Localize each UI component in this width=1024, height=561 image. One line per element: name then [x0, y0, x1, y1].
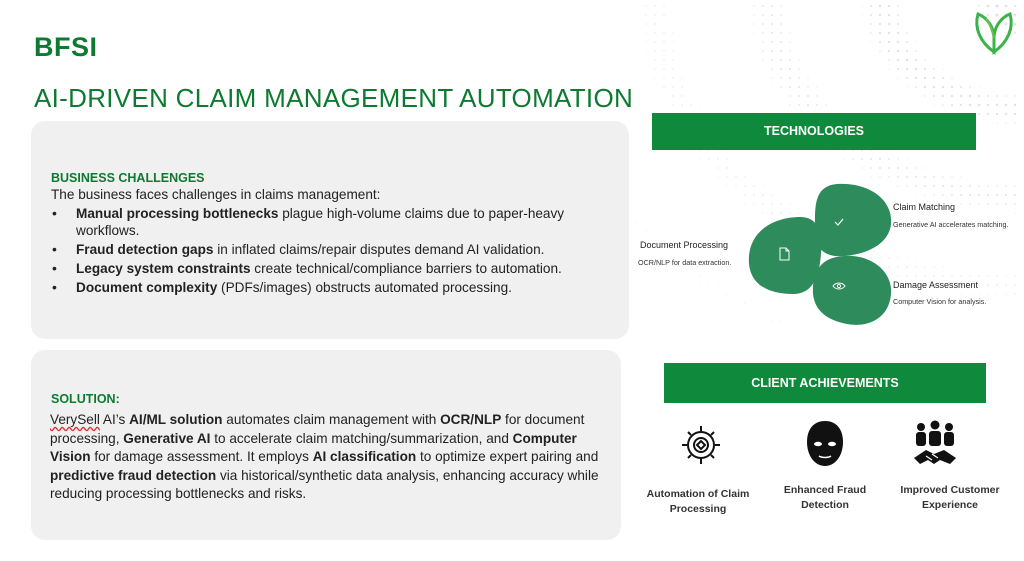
list-item: Fraud detection gaps in inflated claims/… [51, 241, 611, 258]
solution-heading: SOLUTION: [51, 392, 120, 406]
solution-fragment: VerySell [50, 412, 100, 427]
masked-thief-icon [807, 421, 843, 466]
claim-matching-desc: Generative AI accelerates matching. [893, 220, 1009, 229]
achievement-customer-label: Improved Customer Experience [900, 484, 1000, 511]
challenge-bold: Fraud detection gaps [76, 242, 214, 257]
solution-card: SOLUTION: VerySell AI’s AI/ML solution a… [31, 350, 621, 540]
leaf-logo-icon [975, 11, 1013, 55]
solution-fragment: Generative AI [123, 430, 211, 446]
document-icon [779, 247, 790, 261]
solution-fragment: automates claim management with [222, 412, 441, 427]
solution-fragment: Computer Vision [50, 430, 577, 465]
solution-fragment: AI/ML solution [129, 412, 223, 427]
solution-fragment: AI classification [312, 449, 417, 464]
list-item: Manual processing bottlenecks plague hig… [51, 205, 611, 239]
achievement-automation-label: Automation of Claim Processing [646, 488, 750, 515]
solution-fragment: OCR/NLP [440, 412, 502, 427]
technologies-banner: TECHNOLOGIES [652, 113, 976, 150]
solution-fragment: via historical/synthetic data analysis, … [50, 467, 599, 502]
solution-fragment: to accelerate claim matching/summarizati… [210, 430, 513, 446]
page-title: BFSI [34, 32, 98, 62]
challenge-text: plague high-volume claims due to paper-h… [76, 206, 565, 238]
solution-fragment: for damage assessment. It employs [90, 449, 313, 464]
challenge-text: create technical/compliance barriers to … [250, 261, 562, 276]
damage-assessment-desc: Computer Vision for analysis. [893, 297, 987, 306]
damage-assessment-petal [812, 255, 892, 325]
claim-matching-title: Claim Matching [893, 202, 956, 212]
eye-icon [832, 282, 846, 290]
solution-fragment: AI’s [99, 412, 130, 427]
solution-fragment: for document processing, [50, 412, 585, 446]
client-achievements-banner: CLIENT ACHIEVEMENTS [664, 363, 986, 403]
challenge-text: (PDFs/images) obstructs automated proces… [217, 280, 512, 295]
team-handshake-icon [914, 420, 956, 464]
claim-matching-petal [814, 183, 892, 257]
list-item: Legacy system constraints create technic… [51, 260, 611, 277]
document-processing-desc: OCR/NLP for data extraction. [638, 258, 732, 267]
automation-gear-icon [682, 426, 720, 464]
challenges-list: Manual processing bottlenecks plague hig… [51, 205, 611, 298]
checkmark-icon [834, 218, 844, 226]
challenge-bold: Legacy system constraints [76, 261, 251, 276]
document-processing-petal [748, 217, 822, 294]
challenges-heading: BUSINESS CHALLENGES [51, 171, 205, 185]
document-processing-title: Document Processing [640, 240, 729, 250]
solution-text: VerySell AI’s AI/ML solution automates c… [50, 411, 610, 504]
challenges-intro: The business faces challenges in claims … [51, 187, 381, 202]
damage-assessment-title: Damage Assessment [893, 280, 979, 290]
achievement-fraud-label: Enhanced Fraud Detection [783, 484, 867, 511]
business-challenges-card: BUSINESS CHALLENGES The business faces c… [31, 121, 629, 339]
list-item: Document complexity (PDFs/images) obstru… [51, 279, 611, 296]
solution-fragment: to optimize expert pairing and [416, 449, 599, 464]
challenge-bold: Document complexity [76, 280, 218, 295]
challenge-bold: Manual processing bottlenecks [76, 206, 279, 221]
technologies-diagram [748, 183, 892, 325]
solution-fragment: predictive fraud detection [50, 467, 217, 483]
challenge-text: in inflated claims/repair disputes deman… [213, 242, 545, 257]
page-subtitle: AI-DRIVEN CLAIM MANAGEMENT AUTOMATION [34, 83, 634, 113]
